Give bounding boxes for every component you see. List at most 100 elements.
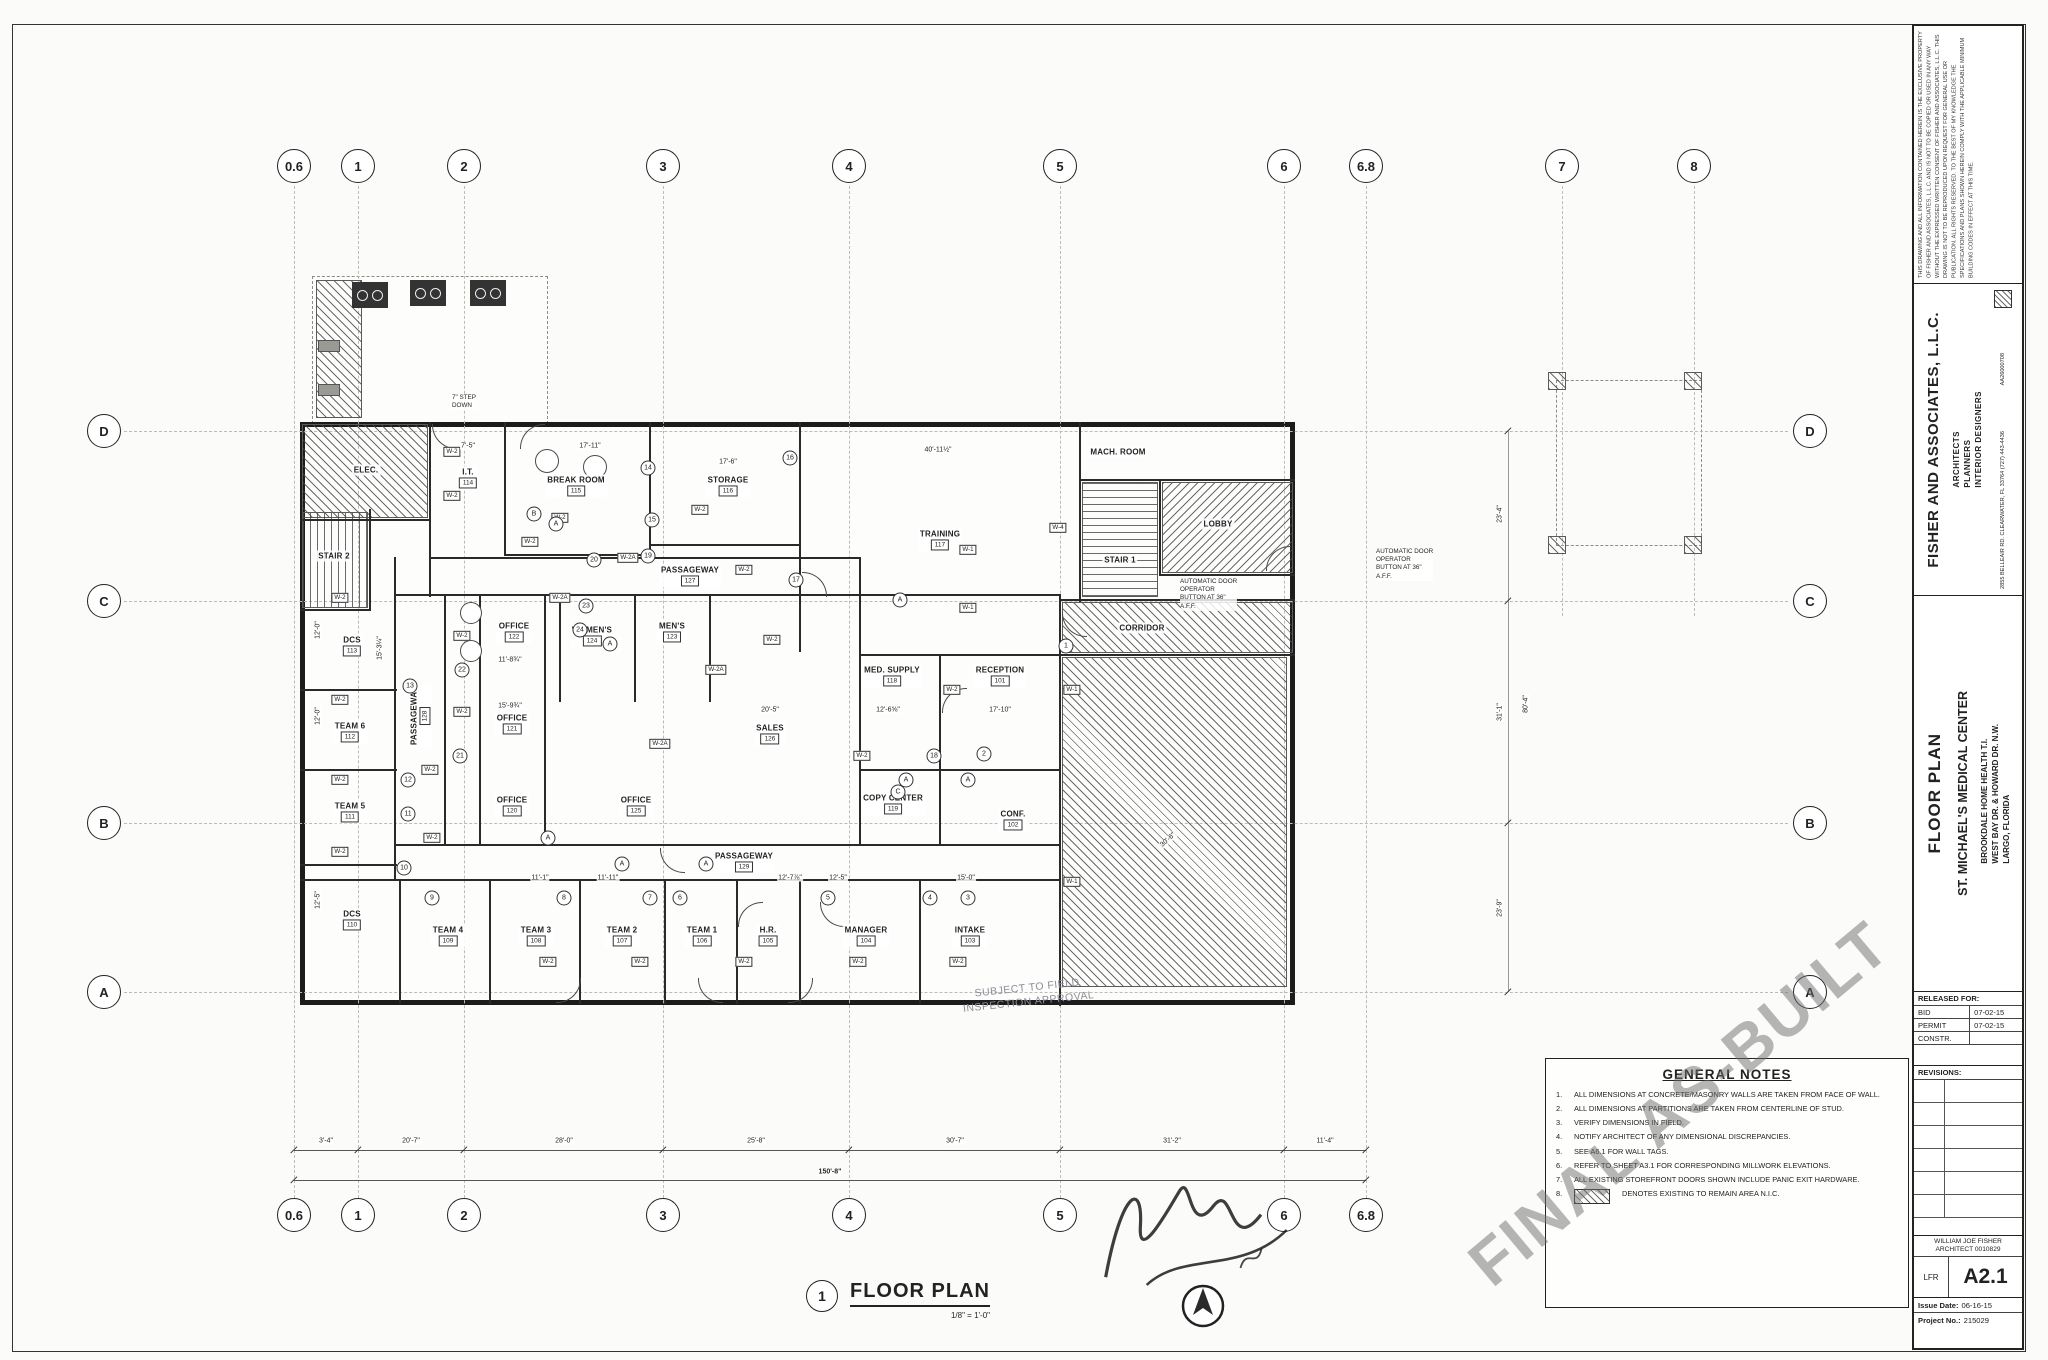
wall-segment (634, 594, 636, 702)
wall-type-tag: W-2A (705, 664, 727, 676)
room-name: LOBBY (1203, 519, 1233, 529)
bottom-dimension: 3'-4" (318, 1137, 334, 1145)
grid-bubble-col-5: 5 (1043, 149, 1077, 183)
grid-line-col-3 (663, 186, 664, 1198)
wall-type-tag: W-2 (331, 774, 349, 786)
room-number-tag: 104 (856, 935, 876, 947)
plan-annotation: AUTOMATIC DOOR OPERATOR BUTTON AT 36" A.… (1180, 578, 1238, 611)
room-label-i-t--114: I.T.114 (456, 466, 480, 490)
wall-type-tag: W-2 (735, 564, 753, 576)
room-label-h-r--105: H.R.105 (756, 924, 780, 948)
grid-bubble-col-4: 4 (832, 1198, 866, 1232)
interior-dimension: 17'-6" (718, 458, 738, 466)
wall-type-tag: W-2 (331, 592, 349, 604)
room-number-tag: 113 (342, 645, 362, 657)
sheet-number: A2.1 (1963, 1265, 2008, 1289)
interior-dimension: 40'-11½" (923, 446, 953, 454)
keynote-bubble-tag: B (526, 506, 542, 522)
room-name: MEN'S (658, 621, 686, 631)
room-number-tag: 125 (626, 805, 646, 817)
hatch-existing-region (1062, 657, 1287, 987)
bottom-dimension: 30'-7" (945, 1137, 965, 1145)
wall-segment (369, 509, 371, 611)
grid-bubble-row-B: B (87, 806, 121, 840)
wall-type-tag: W-2 (631, 956, 649, 968)
right-dimension-line (1508, 431, 1509, 992)
wall-type-tag: W-4 (1049, 522, 1067, 534)
room-number-tag: 108 (526, 935, 546, 947)
room-number-tag: 129 (734, 861, 754, 873)
room-name: STAIR 1 (1104, 555, 1136, 565)
room-name: TEAM 2 (606, 925, 638, 935)
plan-annotation: AUTOMATIC DOOR OPERATOR BUTTON AT 36" A.… (1376, 548, 1434, 581)
wall-type-tag: W-1 (1063, 684, 1081, 696)
room-name: TEAM 3 (520, 925, 552, 935)
grid-line-col-1 (358, 186, 359, 1198)
firm-meta: AA26000708 2855 BELLEAIR RD. CLEARWATER,… (1993, 288, 2012, 591)
wall-type-tag: W-2 (943, 684, 961, 696)
general-note: 4.NOTIFY ARCHITECT OF ANY DIMENSIONAL DI… (1556, 1132, 1791, 1142)
right-dimension: 80'-4" (1522, 694, 1530, 714)
grid-line-col-8 (1694, 186, 1695, 616)
room-number-tag: 122 (504, 631, 524, 643)
interior-dimension: 17'-11" (578, 442, 602, 450)
keynote-bubble-tag: 14 (640, 460, 656, 476)
rooftop-unit (470, 280, 506, 306)
keynote-bubble-tag: 22 (454, 662, 470, 678)
wall-segment (489, 880, 491, 1004)
room-number-tag: 123 (662, 631, 682, 643)
wall-type-tag: W-2 (421, 764, 439, 776)
interior-dimension: 12'-5" (828, 874, 848, 882)
room-name: OFFICE (496, 795, 528, 805)
wall-segment (394, 557, 396, 881)
issue-date-row: Issue Date:06-16-15 (1914, 1298, 2022, 1313)
revision-row (1914, 1149, 2022, 1172)
wall-type-tag: W-2A (549, 592, 571, 604)
interior-dimension: 15'-3¼" (376, 635, 384, 661)
detail-number-bubble: 1 (806, 1280, 838, 1312)
wall-segment (399, 880, 401, 1004)
general-note: 2.ALL DIMENSIONS AT PARTITIONS ARE TAKEN… (1556, 1104, 1844, 1114)
grid-bubble-col-4: 4 (832, 149, 866, 183)
title-block-disclaimer: THIS DRAWING AND ALL INFORMATION CONTAIN… (1914, 26, 2022, 284)
interior-dimension: 12'-0" (314, 706, 322, 726)
grid-bubble-row-A: A (87, 975, 121, 1009)
room-name: MED. SUPPLY (864, 665, 920, 675)
grid-bubble-row-D: D (1793, 414, 1827, 448)
grid-bubble-col-3: 3 (646, 1198, 680, 1232)
wall-segment (300, 519, 430, 521)
room-number-tag: 120 (502, 805, 522, 817)
firm-role: INTERIOR DESIGNERS (1974, 391, 1983, 488)
keynote-bubble-tag: A (960, 772, 976, 788)
wall-type-tag: W-2 (691, 504, 709, 516)
keynote-bubble-tag: 16 (782, 450, 798, 466)
interior-dimension: 15'-0" (956, 874, 976, 882)
interior-dimension: 12'-7⅞" (777, 874, 803, 882)
grid-line-col-7 (1562, 186, 1563, 616)
keynote-bubble-tag: A (602, 636, 618, 652)
wall-segment (919, 880, 921, 1004)
room-label-stair-2: STAIR 2 (316, 550, 352, 562)
existing-hatch-legend-swatch (1574, 1188, 1610, 1204)
firm-name: FISHER AND ASSOCIATES, L.L.C. (1924, 311, 1942, 568)
keynote-bubble-tag: A (540, 830, 556, 846)
wall-segment (1060, 599, 1295, 601)
general-notes-title: GENERAL NOTES (1662, 1067, 1792, 1082)
wall-type-tag: W-2 (735, 956, 753, 968)
room-name: PASSAGEWAY (660, 565, 720, 575)
general-notes-box: GENERAL NOTES 1.ALL DIMENSIONS AT CONCRE… (1545, 1058, 1909, 1308)
grid-bubble-row-A: A (1793, 975, 1827, 1009)
room-name: WOMEN'S (571, 625, 613, 635)
interior-dimension: 17'-10" (988, 706, 1012, 714)
